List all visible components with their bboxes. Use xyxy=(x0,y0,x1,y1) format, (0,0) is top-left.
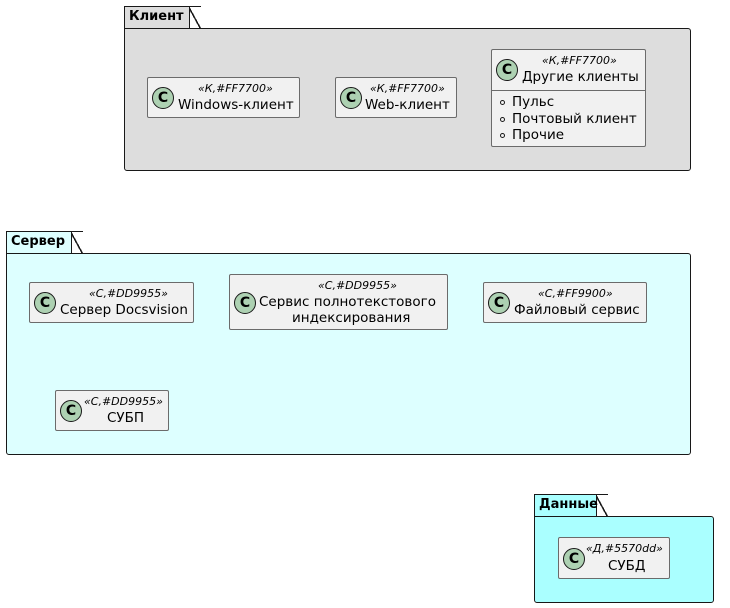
class-name: СУБД xyxy=(608,558,646,574)
class-attributes: Пульс Почтовый клиент Прочие xyxy=(492,90,645,144)
class-subp: C «С,#DD9955» СУБП xyxy=(55,390,169,431)
class-file-service: C «С,#FF9900» Файловый сервис xyxy=(483,282,647,323)
class-stereotype: «С,#DD9955» xyxy=(84,395,163,408)
class-fulltext-indexing-service: C «С,#DD9955» Сервис полнотекстового инд… xyxy=(229,274,448,330)
class-stereotype: «К,#FF7700» xyxy=(370,82,445,95)
class-attribute: Почтовый клиент xyxy=(492,111,645,128)
class-attribute: Пульс xyxy=(492,94,645,111)
class-spot-icon: C xyxy=(488,292,510,314)
class-stereotype: «С,#DD9955» xyxy=(89,287,168,300)
class-name: Файловый сервис xyxy=(514,302,640,318)
class-spot-icon: C xyxy=(563,548,585,570)
class-spot-icon: C xyxy=(60,400,82,422)
class-docsvision-server: C «С,#DD9955» Сервер Docsvision xyxy=(29,282,194,323)
package-server-tab: Сервер xyxy=(6,230,83,254)
class-spot-icon: C xyxy=(234,292,256,314)
class-web-client: C «К,#FF7700» Web-клиент xyxy=(335,77,457,118)
package-client-tab: Клиент xyxy=(124,5,201,29)
class-subd: C «Д,#5570dd» СУБД xyxy=(558,537,670,579)
class-spot-icon: C xyxy=(152,87,174,109)
class-spot-icon: C xyxy=(34,292,56,314)
package-server-title: Сервер xyxy=(11,234,66,249)
class-stereotype: «К,#FF7700» xyxy=(198,82,273,95)
class-name: СУБП xyxy=(107,410,145,426)
class-name-line1: Сервис полнотекстового xyxy=(259,294,436,310)
class-stereotype: «С,#DD9955» xyxy=(318,279,397,292)
package-client-title: Клиент xyxy=(129,9,184,24)
class-spot-icon: C xyxy=(340,87,362,109)
class-attribute: Прочие xyxy=(492,127,645,144)
class-name: Windows-клиент xyxy=(178,97,294,113)
class-name-line2: индексирования xyxy=(292,310,411,326)
package-data-title: Данные xyxy=(539,497,598,512)
class-spot-icon: C xyxy=(496,59,518,81)
class-stereotype: «К,#FF7700» xyxy=(542,54,617,67)
package-data-tab: Данные xyxy=(534,493,608,517)
class-windows-client: C «К,#FF7700» Windows-клиент xyxy=(147,77,300,118)
class-stereotype: «Д,#5570dd» xyxy=(586,542,663,555)
class-other-clients: C «К,#FF7700» Другие клиенты Пульс Почто… xyxy=(491,49,646,147)
class-name: Web-клиент xyxy=(365,97,450,113)
class-stereotype: «С,#FF9900» xyxy=(538,287,613,300)
class-name: Другие клиенты xyxy=(522,69,639,85)
class-name: Сервер Docsvision xyxy=(60,302,188,318)
